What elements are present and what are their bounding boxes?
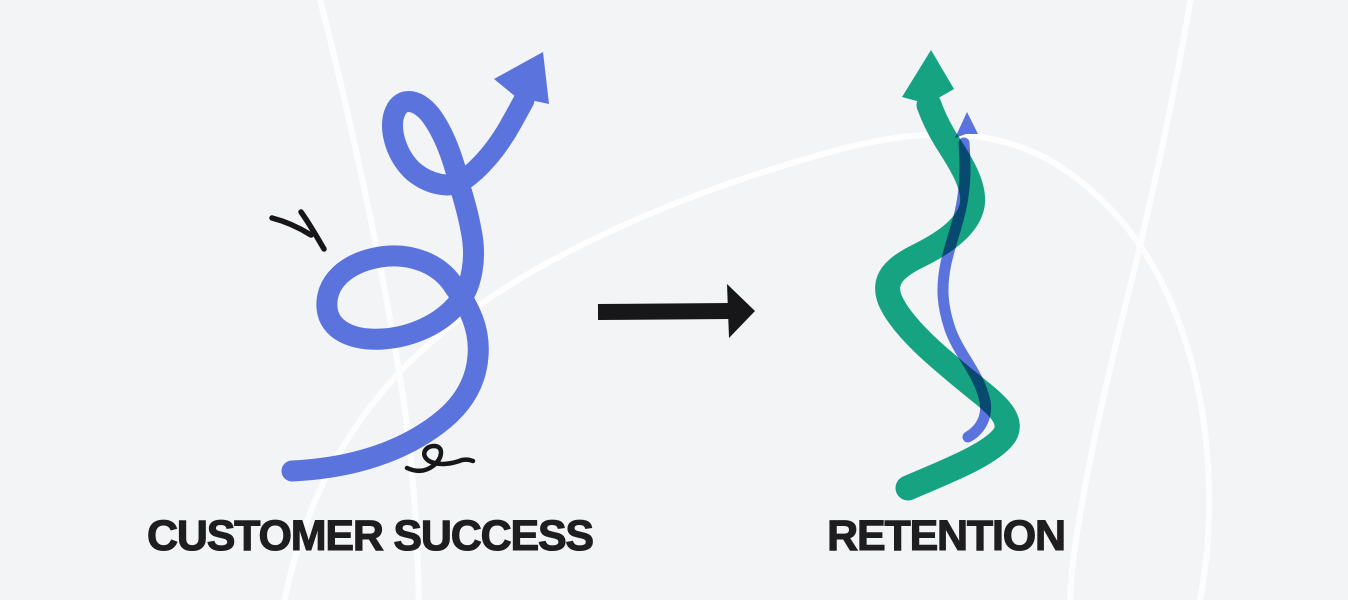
swirl-line-big-arc bbox=[281, 131, 1213, 600]
blue-aligned-arrow bbox=[937, 112, 992, 443]
aligned-growth-arrows-icon bbox=[875, 50, 1020, 501]
pigtail-doodle-icon bbox=[404, 443, 476, 473]
background-swirl-lines bbox=[281, 0, 1213, 600]
tangled-squiggle-arrow-icon bbox=[269, 52, 549, 482]
green-arrowhead bbox=[902, 50, 954, 104]
retention-label: RETENTION bbox=[827, 511, 1067, 560]
swirl-line-left bbox=[316, 0, 422, 600]
customer-success-label: CUSTOMER SUCCESS bbox=[146, 511, 594, 560]
emphasis-dash-1 bbox=[269, 215, 314, 238]
arrow-right-icon bbox=[597, 284, 755, 338]
green-growth-arrow bbox=[875, 50, 1020, 501]
arrow-shaft bbox=[597, 303, 732, 320]
blue-arrow-stroke bbox=[937, 137, 992, 443]
squiggle-stroke bbox=[281, 89, 535, 482]
blue-arrowhead bbox=[955, 112, 978, 138]
emphasis-dash-2 bbox=[298, 209, 327, 252]
swirl-line-right bbox=[1067, 0, 1194, 600]
green-arrow-stroke bbox=[875, 92, 1020, 501]
squiggle-arrowhead bbox=[494, 52, 549, 104]
arrowhead bbox=[727, 284, 755, 338]
emphasis-dashes-icon bbox=[269, 209, 327, 252]
